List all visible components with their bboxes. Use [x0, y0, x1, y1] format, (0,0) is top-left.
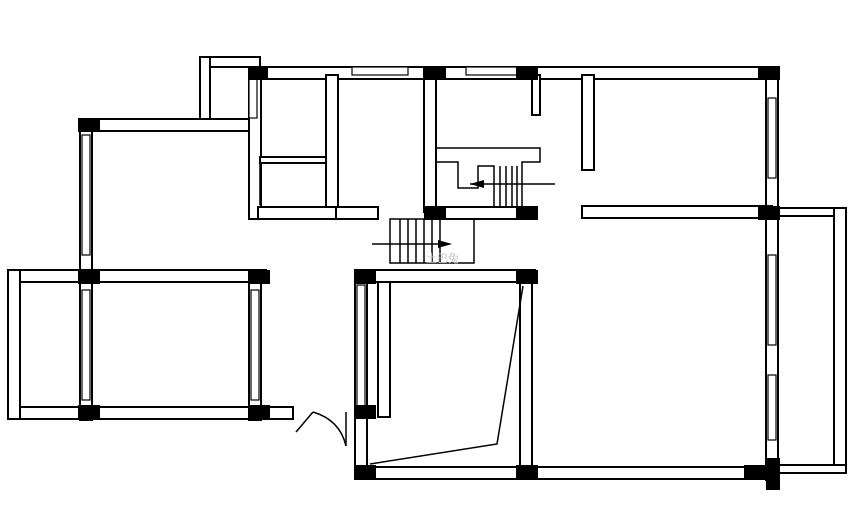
- wall-mid-right: [519, 269, 533, 476]
- stair-upper-arrowhead: [470, 180, 484, 188]
- column: [516, 270, 538, 284]
- window-right-2: [767, 254, 777, 346]
- column: [354, 270, 376, 284]
- stair-lower-arrowhead: [438, 240, 452, 248]
- wall-h-207-mid: [335, 206, 379, 220]
- window-shaft: [248, 77, 258, 119]
- column: [248, 66, 268, 80]
- column: [78, 270, 100, 284]
- column: [744, 465, 766, 479]
- column: [78, 405, 100, 419]
- column: [516, 66, 538, 80]
- window-left-3: [250, 289, 260, 401]
- column: [758, 206, 780, 220]
- column: [248, 270, 270, 284]
- column: [354, 465, 376, 479]
- column: [758, 66, 780, 80]
- column: [516, 465, 538, 479]
- window-left-2: [81, 289, 91, 401]
- doors: [259, 80, 541, 465]
- column: [248, 405, 270, 419]
- wall-left-mid-top: [7, 269, 267, 283]
- wall-bottom-right: [354, 466, 779, 480]
- watermark: 土巴兔: [426, 251, 459, 265]
- window-mid: [356, 284, 366, 411]
- window-left-1: [81, 134, 91, 256]
- wall-left-balcony: [7, 269, 21, 420]
- window-right-3: [767, 374, 777, 441]
- wall-v-424: [423, 66, 437, 213]
- window-right-1: [767, 97, 777, 179]
- wall-v-538: [531, 74, 541, 116]
- door-swing-entry: [295, 411, 347, 447]
- wall-v-326: [325, 74, 339, 219]
- balcony-right-bottom: [777, 464, 847, 474]
- balcony-right-side: [833, 207, 847, 474]
- column: [766, 458, 780, 490]
- column: [354, 405, 376, 419]
- window-top-2: [465, 66, 523, 76]
- diagonal-mark: [369, 285, 524, 465]
- column: [78, 118, 100, 132]
- windows: [81, 66, 777, 441]
- column: [424, 66, 446, 80]
- wall-h-207-far: [581, 205, 773, 219]
- shaft-left: [199, 56, 211, 120]
- walls: [7, 56, 847, 481]
- wall-mid-top: [354, 269, 536, 283]
- wall-mid-inner: [377, 281, 391, 418]
- stair-upper-outline: [436, 147, 541, 207]
- toilet-partition: [259, 156, 327, 164]
- window-top-1: [351, 66, 409, 76]
- column: [516, 206, 538, 220]
- wall-h-207-right: [435, 206, 529, 220]
- stairs: [372, 147, 555, 264]
- wall-h-207-left: [257, 206, 337, 220]
- column: [424, 206, 446, 220]
- wall-left-top: [79, 118, 261, 132]
- wall-v-585: [581, 74, 595, 171]
- columns: [78, 66, 780, 490]
